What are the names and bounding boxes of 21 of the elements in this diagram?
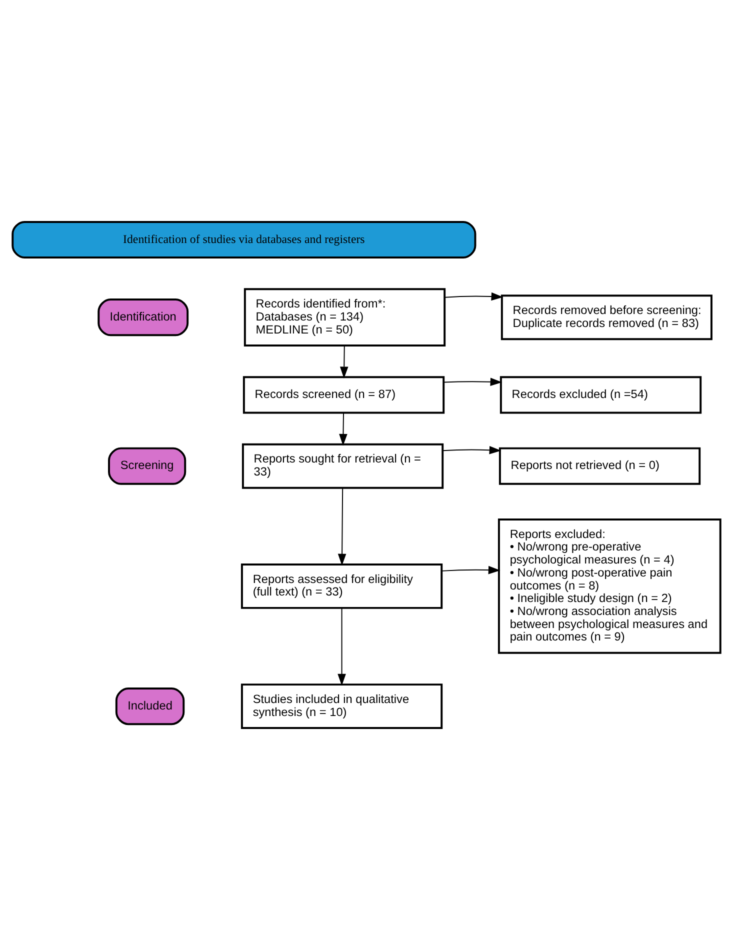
node-box: Reports assessed for eligibility (full text) (n = 33) bbox=[240, 562, 443, 608]
node-box: Records removed before screening: Duplicate records removed (n = 83) bbox=[500, 294, 712, 340]
node-box: Studies included in qualitative synthesis (n = 10) bbox=[240, 683, 443, 729]
node-box: Records identified from*: Databases (n = 134) MEDLINE (n = 50) bbox=[244, 288, 446, 346]
node-box: Identification bbox=[98, 298, 189, 336]
arrow bbox=[441, 565, 500, 574]
arrow bbox=[443, 377, 502, 386]
arrow bbox=[338, 607, 346, 686]
arrow bbox=[339, 412, 348, 446]
node-box: Screening bbox=[108, 446, 186, 484]
node-box: Identification of studies via databases and registers bbox=[12, 220, 476, 258]
node-box: Records screened (n = 87) bbox=[242, 376, 445, 414]
arrow bbox=[444, 292, 504, 300]
node-box: Records excluded (n =54) bbox=[500, 376, 702, 414]
arrow bbox=[442, 445, 502, 454]
node-box: Reports not retrieved (n = 0) bbox=[498, 446, 701, 484]
arrow bbox=[338, 486, 346, 566]
node-box: Reports excluded: • No/wrong pre-operative psychological measures (n = 4) • No/wrong post-operative pain outcomes (n = 8) • Ineligible study design (n = 2) • No/wrong association analysis between psychological measures and pain outcomes (n = 9) bbox=[498, 518, 722, 654]
node-box: Reports sought for retrieval (n = 33) bbox=[242, 442, 444, 488]
node-box: Included bbox=[115, 687, 185, 725]
arrow bbox=[340, 344, 348, 378]
